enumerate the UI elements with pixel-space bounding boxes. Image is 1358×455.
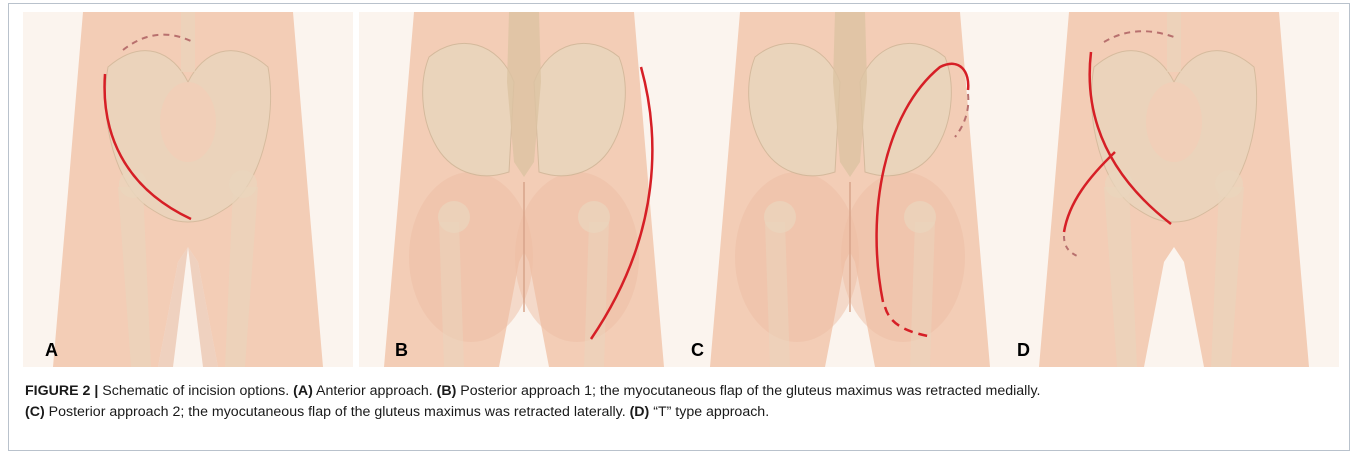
panel-a-illustration xyxy=(23,12,353,367)
panel-d-illustration xyxy=(1009,12,1339,367)
caption-text-d: “T” type approach. xyxy=(649,404,769,420)
figure-frame: A xyxy=(8,3,1350,451)
figure-label: FIGURE 2 | xyxy=(25,383,98,399)
panel-label-a: A xyxy=(45,340,58,361)
caption-text-a: Anterior approach. xyxy=(313,383,437,399)
panel-label-b: B xyxy=(395,340,408,361)
panel-c: C xyxy=(685,12,1015,367)
caption-tag-d: (D) xyxy=(630,404,650,420)
panel-d: D xyxy=(1009,12,1339,367)
caption-tag-a: (A) xyxy=(293,383,313,399)
figure-panels: A xyxy=(9,4,1351,374)
caption-tag-c: (C) xyxy=(25,404,45,420)
caption-text-c: Posterior approach 2; the myocutaneous f… xyxy=(45,404,630,420)
caption-text-b: Posterior approach 1; the myocutaneous f… xyxy=(456,383,1040,399)
panel-b-illustration xyxy=(359,12,689,367)
panel-c-illustration xyxy=(685,12,1015,367)
caption-tag-b: (B) xyxy=(437,383,457,399)
caption-intro: Schematic of incision options. xyxy=(98,383,293,399)
panel-b: B xyxy=(359,12,689,367)
panel-label-d: D xyxy=(1017,340,1030,361)
panel-label-c: C xyxy=(691,340,704,361)
panel-a: A xyxy=(23,12,353,367)
figure-caption: FIGURE 2 | Schematic of incision options… xyxy=(25,381,1335,423)
